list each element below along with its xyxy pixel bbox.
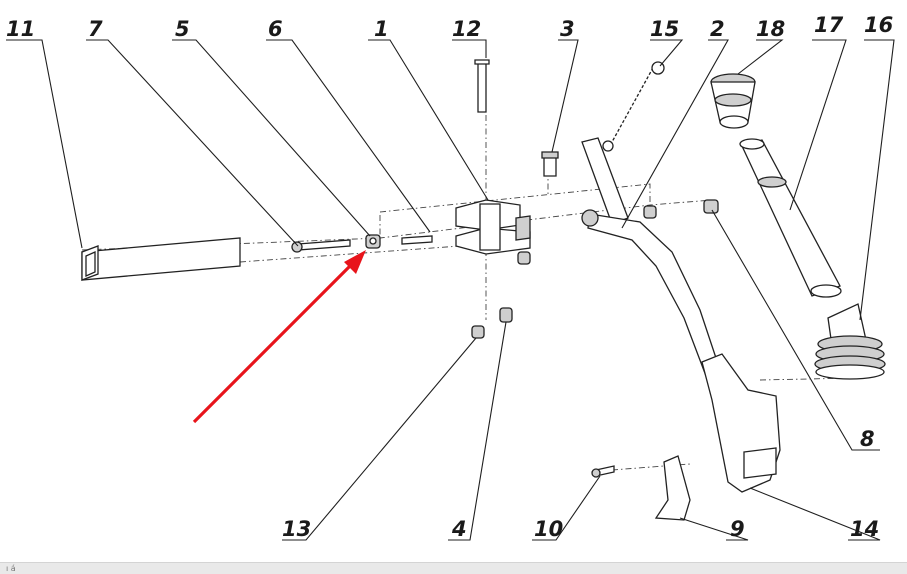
part-11-square-tube (81, 237, 241, 281)
callout-6: 6 (268, 17, 283, 41)
part-7-bolt (291, 239, 351, 253)
part-1-bracket (455, 199, 531, 255)
bottom-bar-text: ı á (6, 564, 16, 573)
exploded-parts-diagram: 11 7 5 6 1 12 3 15 2 18 17 16 8 13 4 10 … (6, 13, 895, 541)
callout-15: 15 (650, 17, 679, 41)
callout-9: 9 (730, 517, 745, 541)
callout-3: 3 (560, 17, 575, 41)
part-10-small-bolt (591, 465, 615, 478)
callout-14: 14 (850, 517, 879, 541)
highlight-arrow (192, 250, 366, 424)
callout-1: 1 (374, 17, 389, 41)
callout-4: 4 (451, 517, 467, 541)
bushing (643, 205, 657, 219)
callout-17: 17 (814, 13, 844, 37)
callout-5: 5 (175, 17, 190, 41)
callout-7: 7 (88, 17, 103, 41)
part-2-lever-arm (581, 137, 721, 377)
callout-labels: 11 7 5 6 1 12 3 15 2 18 17 16 8 13 4 10 … (6, 13, 893, 541)
part-12-vertical-pin (474, 59, 490, 113)
part-17-pipe (739, 138, 842, 298)
callout-13: 13 (282, 517, 311, 541)
callout-18: 18 (756, 17, 785, 41)
part-6-pin (401, 235, 433, 245)
part-13-nut (471, 325, 485, 339)
callout-12: 12 (452, 17, 481, 41)
part-18-seal (710, 73, 756, 129)
part-4-nut (499, 251, 531, 323)
part-8-nut (703, 199, 719, 214)
callout-10: 10 (534, 517, 563, 541)
part-16-bellows (814, 303, 886, 380)
callout-16: 16 (864, 13, 893, 37)
part-5-nut (365, 234, 381, 249)
callout-2: 2 (710, 17, 725, 41)
part-3-bolt (541, 151, 559, 177)
callout-8: 8 (860, 427, 875, 451)
callout-11: 11 (6, 17, 35, 41)
leader-lines (6, 39, 895, 541)
part-14-plate (701, 353, 781, 493)
part-9-clip (654, 455, 691, 521)
part-15-spring (602, 61, 665, 152)
bottom-bar: ı á (0, 562, 907, 574)
